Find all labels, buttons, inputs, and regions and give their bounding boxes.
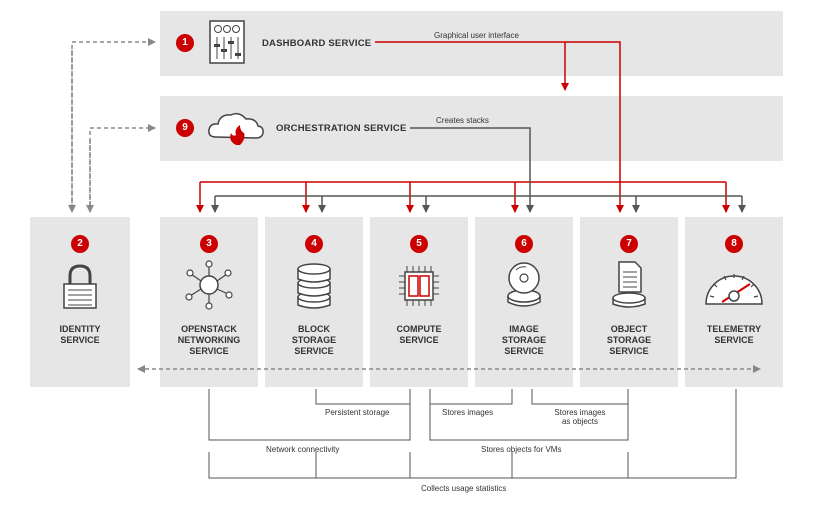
document-storage-icon [612,261,646,308]
dashboard-title: DASHBOARD SERVICE [262,38,372,49]
badge-9: 9 [176,119,194,137]
dashboard-icon [209,20,245,64]
dashboard-panel [160,11,783,76]
dashboard-annotation: Graphical user interface [434,31,519,40]
stores-images-objects-label: Stores images as objects [554,408,606,426]
identity-dashboard-link [71,38,156,210]
database-icon [297,263,331,309]
badge-8: 8 [725,235,743,253]
network-hub-icon [185,260,233,310]
orchestration-title: ORCHESTRATION SERVICE [276,123,407,134]
badge-7: 7 [620,235,638,253]
orchestration-annotation: Creates stacks [436,116,489,125]
badge-3: 3 [200,235,218,253]
stores-images-label: Stores images [442,408,494,417]
network-connectivity-label: Network connectivity [266,445,340,454]
disc-storage-icon [507,262,541,307]
badge-2: 2 [71,235,89,253]
badge-6: 6 [515,235,533,253]
stores-objects-vms-label: Stores objects for VMs [481,445,562,454]
badge-1: 1 [176,34,194,52]
cpu-chip-icon [399,266,439,306]
identity-orchestration-link [89,124,156,212]
cloud-fire-icon [208,112,264,145]
telemetry-label: TELEMETRY SERVICE [706,324,762,345]
badge-4: 4 [305,235,323,253]
image-storage-label: IMAGE STORAGE SERVICE [501,324,547,356]
gauge-icon [705,274,763,305]
badge-5: 5 [410,235,428,253]
object-storage-label: OBJECT STORAGE SERVICE [606,324,652,356]
identity-label: IDENTITY SERVICE [59,324,101,345]
networking-label: OPENSTACK NETWORKING SERVICE [177,324,241,356]
persistent-storage-label: Persistent storage [325,408,390,417]
collects-usage-label: Collects usage statistics [421,484,507,493]
compute-label: COMPUTE SERVICE [396,324,442,345]
block-storage-label: BLOCK STORAGE SERVICE [291,324,337,356]
lock-icon [63,264,97,309]
